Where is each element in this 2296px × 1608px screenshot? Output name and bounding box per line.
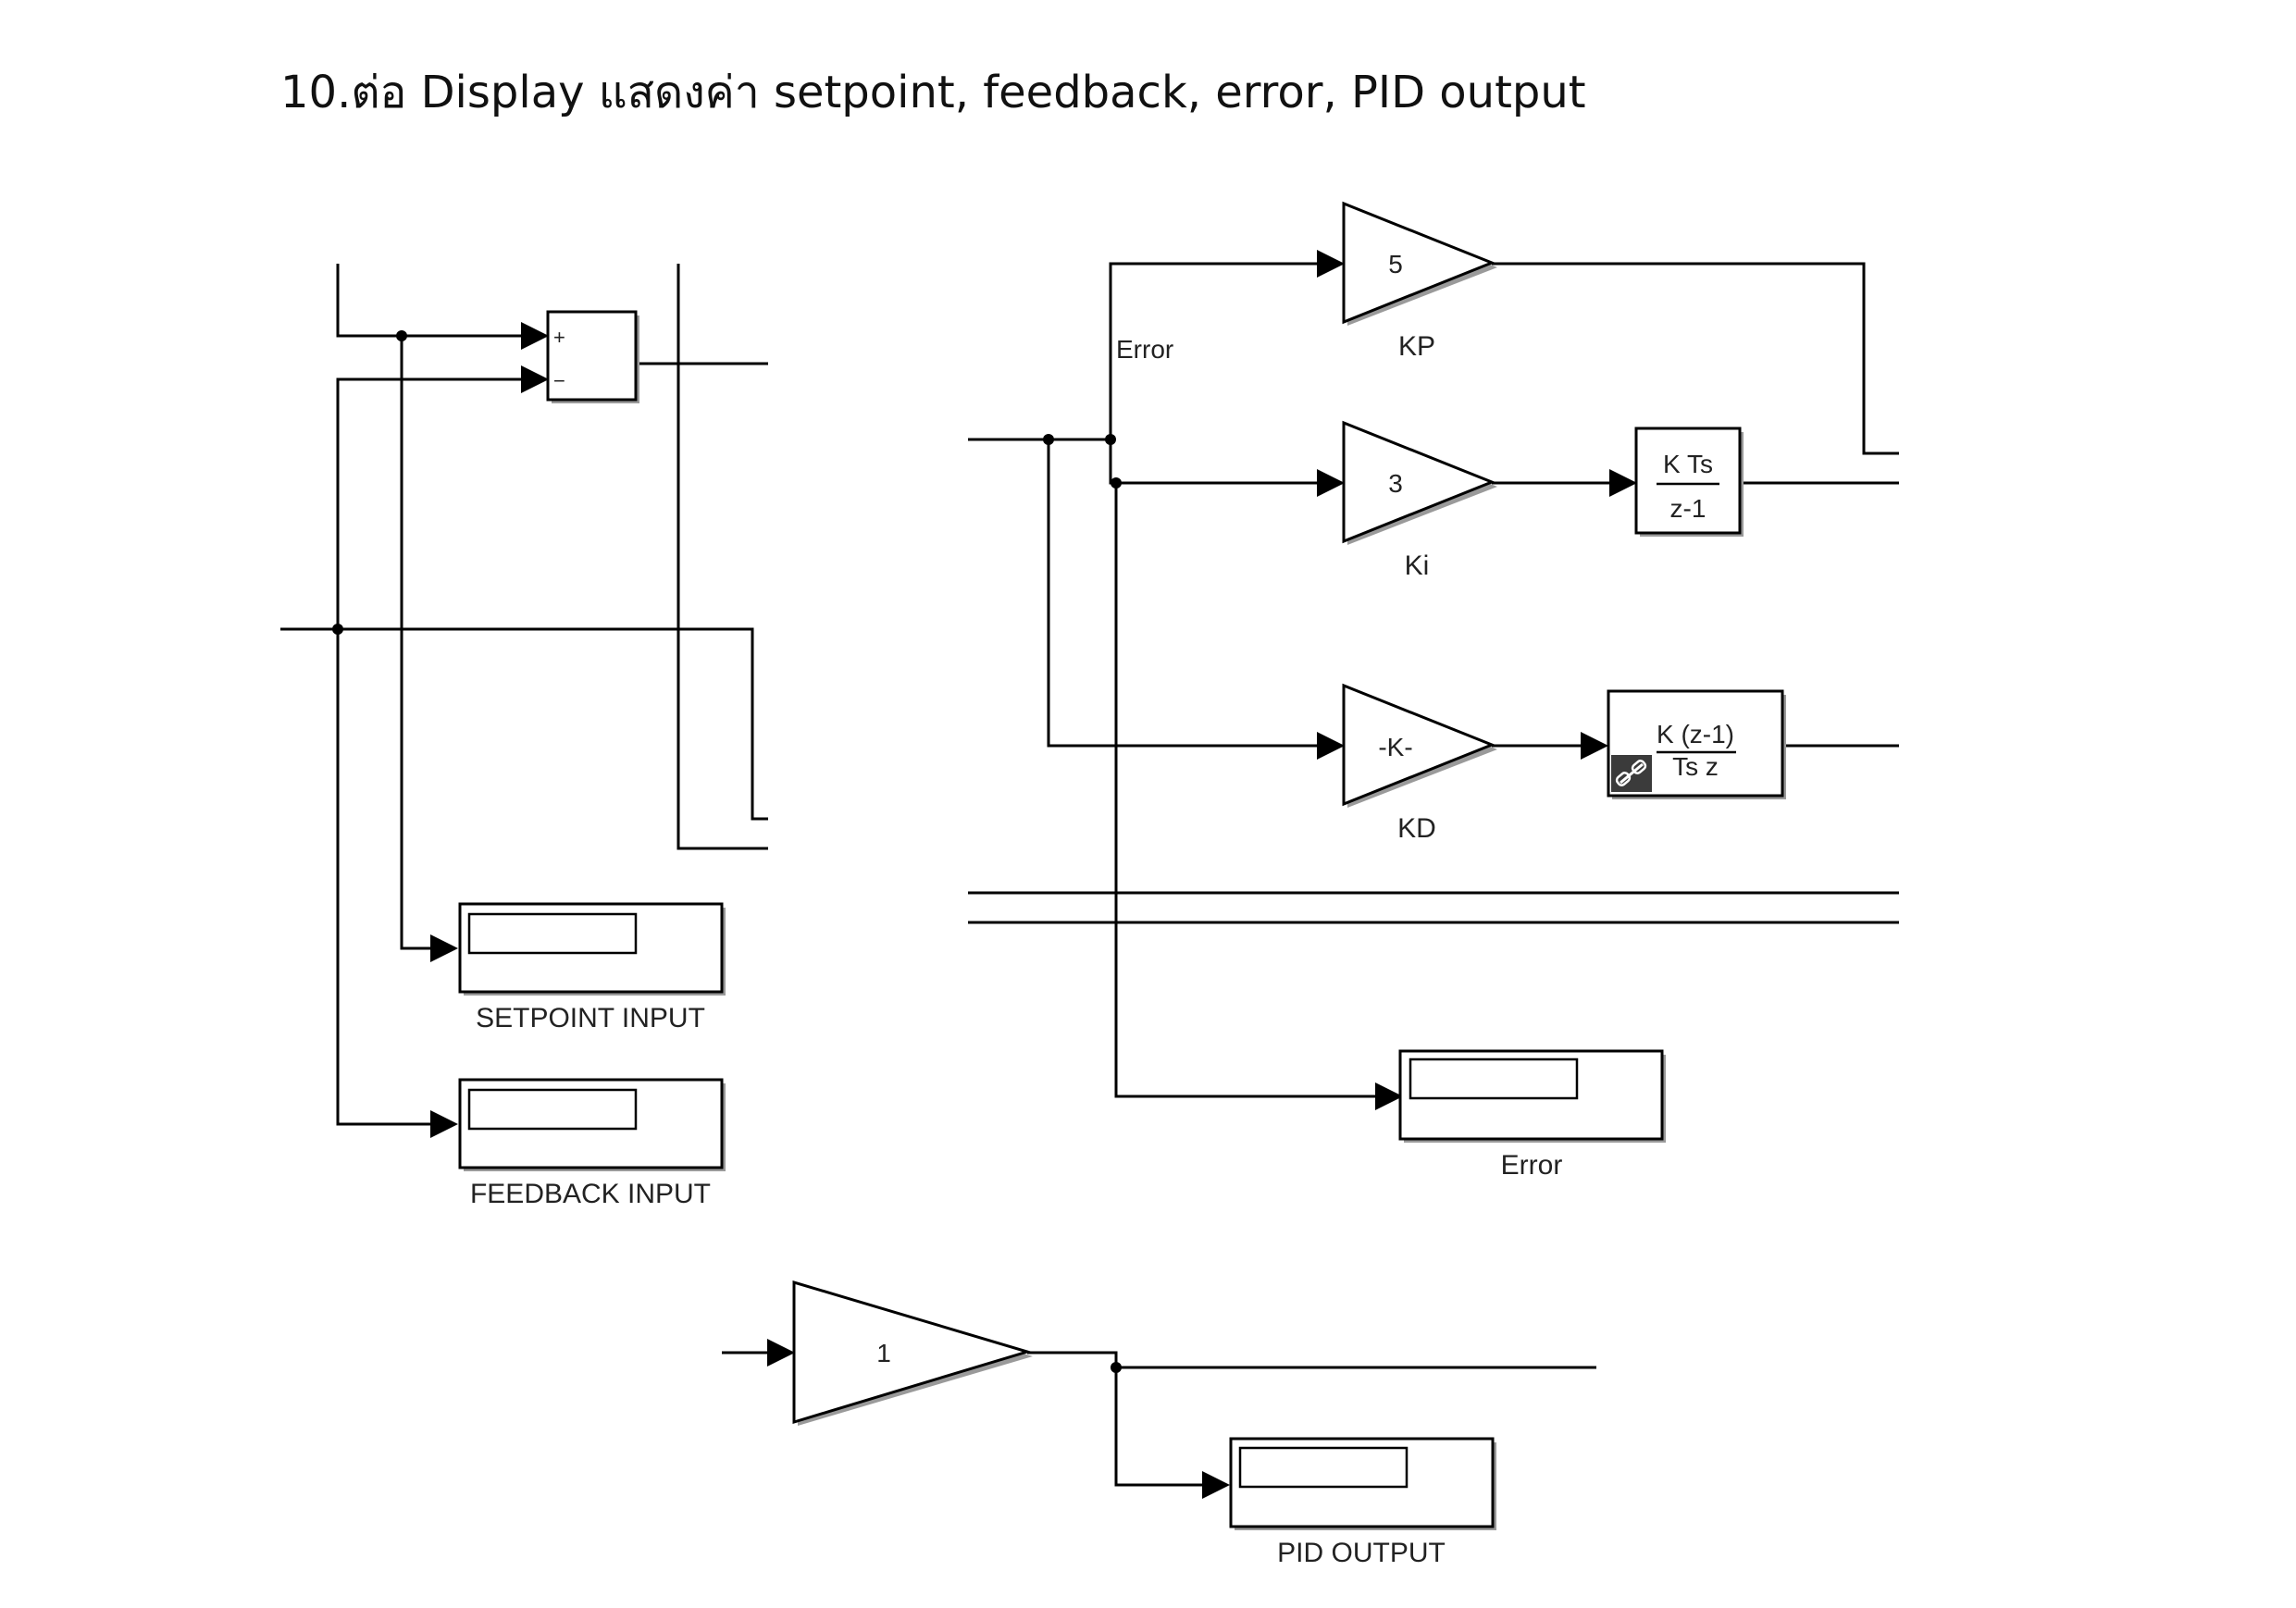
integrator-denominator: z-1 [1670, 494, 1706, 523]
setpoint-display-label: SETPOINT INPUT [476, 1003, 705, 1033]
error-signal-label: Error [1116, 335, 1173, 364]
left-wiring [280, 264, 768, 1138]
pid-wiring [968, 250, 1899, 1110]
derivative-denominator: Ts z [1672, 752, 1719, 781]
library-link-icon [1611, 755, 1652, 792]
ki-gain-block[interactable]: 3 [1342, 420, 1497, 545]
integrator-numerator: K Ts [1663, 450, 1713, 478]
output-wiring [722, 1339, 1596, 1499]
derivative-numerator: K (z-1) [1657, 720, 1734, 748]
feedback-display-label: FEEDBACK INPUT [470, 1179, 711, 1209]
kp-gain-label: KP [1398, 331, 1435, 362]
output-gain-value: 1 [876, 1339, 891, 1367]
discrete-integrator-block[interactable]: K Ts z-1 [1634, 427, 1744, 537]
pid-output-display-label: PID OUTPUT [1277, 1538, 1446, 1568]
feedback-display[interactable] [458, 1078, 726, 1171]
sum-minus-sign: − [553, 369, 565, 392]
setpoint-display[interactable] [458, 902, 726, 996]
page-heading: 10.ต่อ Display แสดงค่า setpoint, feedbac… [280, 67, 1586, 118]
discrete-derivative-block[interactable]: K (z-1) Ts z [1607, 689, 1786, 799]
ki-gain-label: Ki [1405, 550, 1430, 581]
error-display[interactable] [1398, 1049, 1666, 1143]
kp-gain-block[interactable]: 5 [1342, 201, 1497, 326]
sum-block[interactable]: + − [546, 310, 639, 403]
kd-gain-block[interactable]: -K- [1342, 683, 1497, 808]
sum-plus-sign: + [553, 326, 565, 349]
ki-gain-value: 3 [1388, 469, 1403, 498]
kd-gain-label: KD [1397, 813, 1436, 844]
error-display-label: Error [1501, 1150, 1563, 1181]
kp-gain-value: 5 [1388, 250, 1403, 278]
output-gain-block[interactable]: 1 [792, 1280, 1033, 1426]
junction-dot [396, 330, 407, 341]
kd-gain-value: -K- [1378, 733, 1412, 761]
pid-output-display[interactable] [1229, 1437, 1496, 1530]
